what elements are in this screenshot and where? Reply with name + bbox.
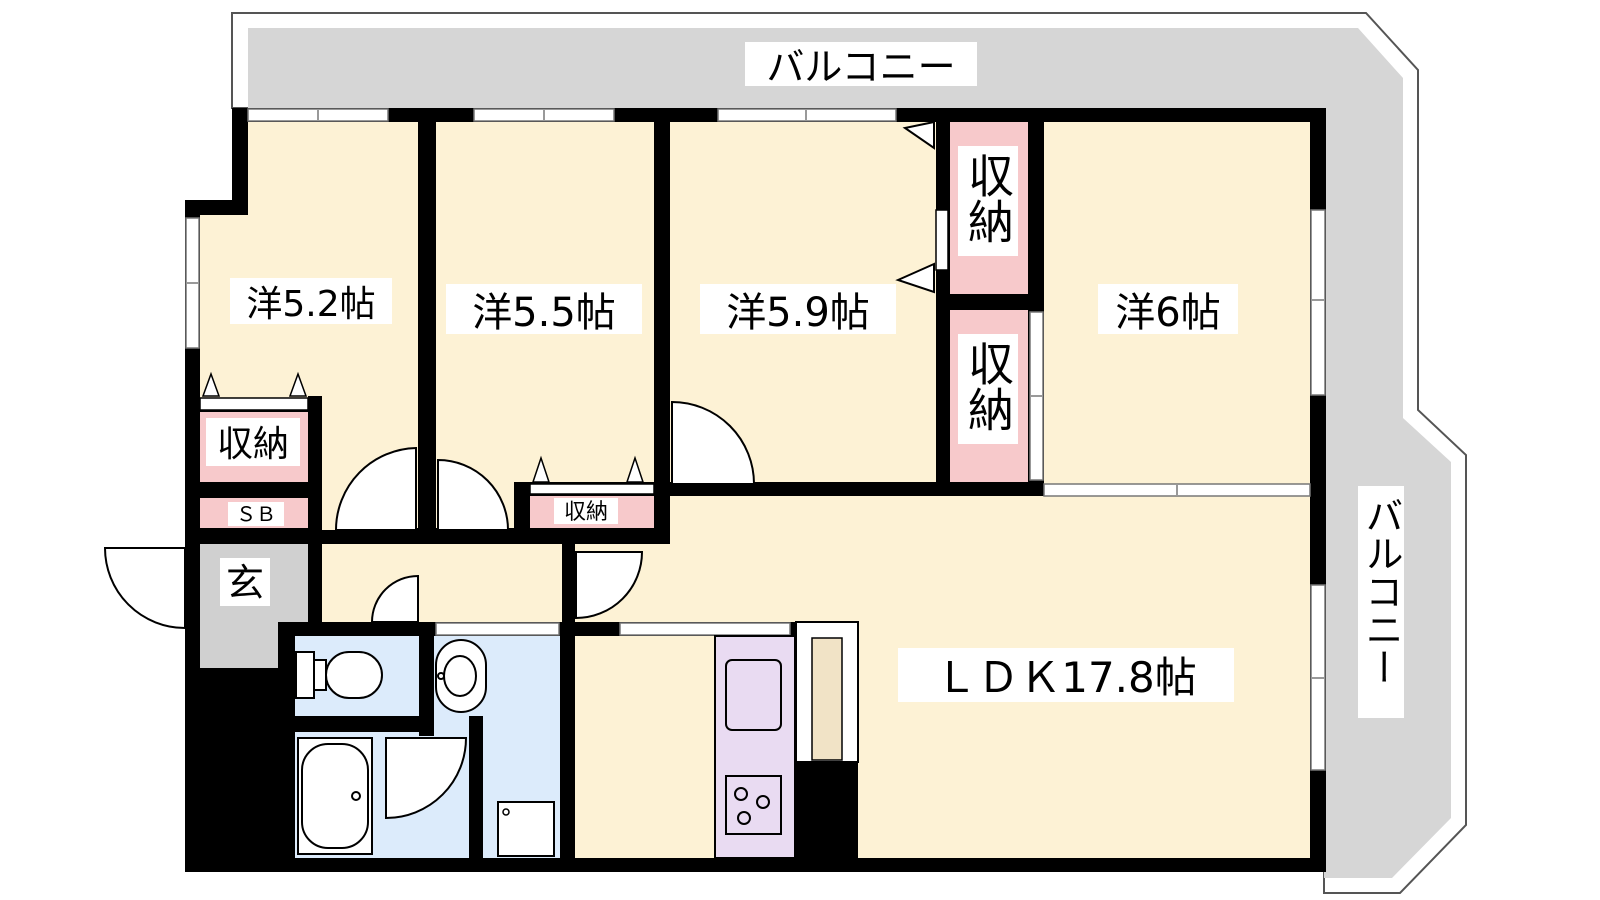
washbasin	[435, 639, 487, 713]
entrance-label: 玄	[226, 561, 264, 605]
kitchen-floor	[575, 636, 715, 858]
room2-label-bg	[446, 284, 642, 334]
room-5-9-label: 洋5.9帖	[726, 290, 870, 336]
balcony-area	[248, 28, 1451, 878]
balcony-right-label: バルコニー	[1359, 496, 1403, 686]
kitchen-counter	[714, 635, 796, 859]
washing-machine-knob	[502, 808, 510, 816]
room-5-5-label: 洋5.5帖	[472, 290, 616, 336]
storage-c-label-bg	[958, 146, 1018, 256]
entrance-label-bg	[220, 558, 270, 606]
balcony-right-label-bg	[1358, 486, 1404, 718]
storage-b-label: 収納	[564, 500, 608, 525]
toilet	[295, 651, 383, 699]
room1-label-bg	[230, 278, 392, 324]
room-5-2-label: 洋5.2帖	[246, 284, 375, 325]
room4-label-bg	[1098, 284, 1238, 334]
storage-c-label: 収納	[961, 152, 1015, 244]
room-5-2-floor	[200, 122, 418, 530]
sb-label-bg	[228, 502, 284, 526]
storage-a-label: 収納	[217, 424, 289, 465]
storage-b-label-bg	[554, 498, 618, 524]
ldk-label-bg	[898, 648, 1234, 702]
closet-door-marks	[199, 209, 949, 495]
room-6-label: 洋6帖	[1115, 290, 1220, 336]
doors	[103, 120, 935, 820]
bathtub	[297, 737, 373, 855]
room3-label-bg	[700, 284, 896, 334]
balcony-top-label: バルコニー	[766, 45, 955, 89]
storage-a-label-bg	[206, 418, 300, 466]
cupboard	[795, 621, 859, 763]
storage-d-label: 収納	[961, 340, 1015, 432]
hallway-floor	[322, 544, 562, 622]
balcony-top-label-bg	[745, 42, 977, 86]
interior-walls	[185, 108, 1044, 872]
window-ticks	[187, 110, 1324, 679]
storage-d-label-bg	[958, 334, 1018, 444]
sb-label: ＳＢ	[236, 502, 276, 526]
ldk-label: ＬＤＫ17.8帖	[935, 653, 1197, 702]
